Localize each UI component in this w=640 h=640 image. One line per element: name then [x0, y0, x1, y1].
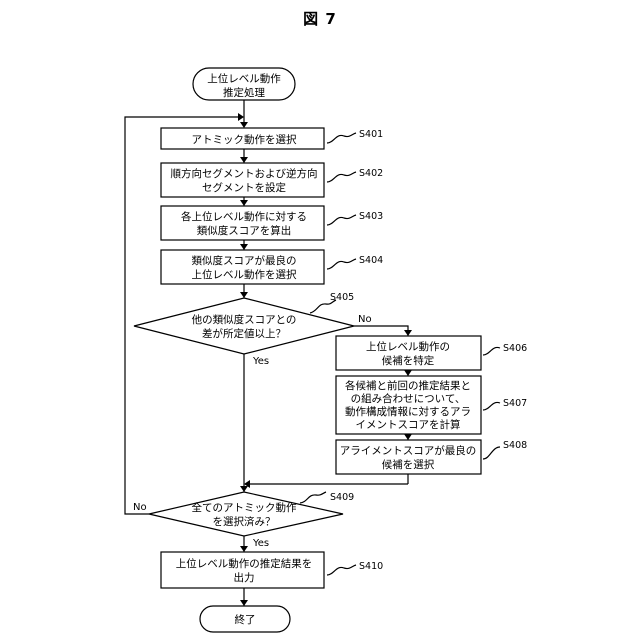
leader-s406 — [483, 347, 500, 355]
step-label-s403: S403 — [359, 211, 383, 222]
s404-line: 類似度スコアが最良の — [192, 254, 297, 267]
leader-s410 — [327, 565, 356, 575]
step-label-s410: S410 — [359, 561, 383, 572]
edge-label-s409-yes: Yes — [252, 538, 269, 549]
arrowhead-loop — [238, 113, 244, 121]
node-texts: 上位レベル動作推定処理 アトミック動作を選択 順方向セグメントおよび逆方向セグメ… — [171, 72, 477, 626]
s409-line: 全てのアトミック動作 — [192, 501, 297, 514]
s407-line: イメントスコアを計算 — [356, 418, 461, 431]
leader-s402 — [327, 172, 356, 182]
step-s401-text: アトミック動作を選択 — [192, 133, 297, 146]
edge-label-s405-yes: Yes — [252, 356, 269, 367]
step-label-s405: S405 — [330, 292, 354, 303]
s407-line: の組み合わせについて、 — [351, 392, 466, 405]
edge-s405-no — [354, 326, 408, 336]
step-label-s406: S406 — [503, 343, 527, 354]
arrowhead-s409 — [240, 486, 248, 492]
arrowhead-s410 — [240, 546, 248, 552]
s403-line: 各上位レベル動作に対する — [181, 210, 307, 223]
start-line: 推定処理 — [223, 86, 265, 99]
leader-s404 — [327, 259, 356, 269]
s407-line: 各候補と前回の推定結果と — [345, 379, 471, 392]
arrowhead-s401 — [240, 122, 248, 128]
arrowhead-s407 — [404, 370, 412, 376]
s402-line: セグメントを設定 — [202, 181, 286, 194]
arrowhead-s402 — [240, 157, 248, 163]
step-label-s408: S408 — [503, 440, 527, 451]
arrowhead-s403 — [240, 200, 248, 206]
s407-line: 動作構成情報に対するアラ — [345, 405, 471, 418]
step-label-s402: S402 — [359, 168, 383, 179]
edge-label-s405-no: No — [358, 314, 372, 325]
edge-label-s409-no: No — [133, 502, 147, 513]
step-label-s401: S401 — [359, 129, 383, 140]
start-line: 上位レベル動作 — [207, 72, 281, 85]
s410-line: 上位レベル動作の推定結果を — [176, 557, 313, 570]
s406-line: 候補を特定 — [382, 354, 435, 367]
arrowhead-s406 — [404, 330, 412, 336]
s404-line: 上位レベル動作を選択 — [192, 268, 297, 281]
decision-s405 — [134, 298, 354, 354]
leader-s403 — [327, 215, 356, 225]
arrowhead-s408 — [404, 434, 412, 440]
decision-s409 — [149, 492, 343, 536]
s402-line: 順方向セグメントおよび逆方向 — [171, 167, 318, 180]
s405-line: 差が所定値以上？ — [202, 327, 286, 340]
s408-line: 候補を選択 — [382, 458, 435, 471]
s410-line: 出力 — [234, 571, 255, 584]
s409-line: を選択済み？ — [213, 515, 276, 528]
end-text: 終了 — [235, 613, 256, 626]
arrowhead-s404 — [240, 244, 248, 250]
s405-line: 他の類似度スコアとの — [192, 313, 297, 326]
leader-s401 — [327, 133, 356, 143]
end-line: 終了 — [235, 613, 256, 626]
arrowhead-s405 — [240, 292, 248, 298]
step-label-s409: S409 — [330, 492, 354, 503]
leader-s409 — [300, 492, 326, 503]
step-label-s404: S404 — [359, 255, 383, 266]
s403-line: 類似度スコアを算出 — [197, 224, 292, 237]
s406-line: 上位レベル動作の — [366, 340, 450, 353]
leader-s407 — [483, 402, 500, 410]
leader-s408 — [483, 447, 500, 459]
s408-line: アライメントスコアが最良の — [340, 444, 477, 457]
s401-line: アトミック動作を選択 — [192, 133, 297, 146]
arrowhead-end — [240, 600, 248, 606]
step-label-s407: S407 — [503, 398, 527, 409]
